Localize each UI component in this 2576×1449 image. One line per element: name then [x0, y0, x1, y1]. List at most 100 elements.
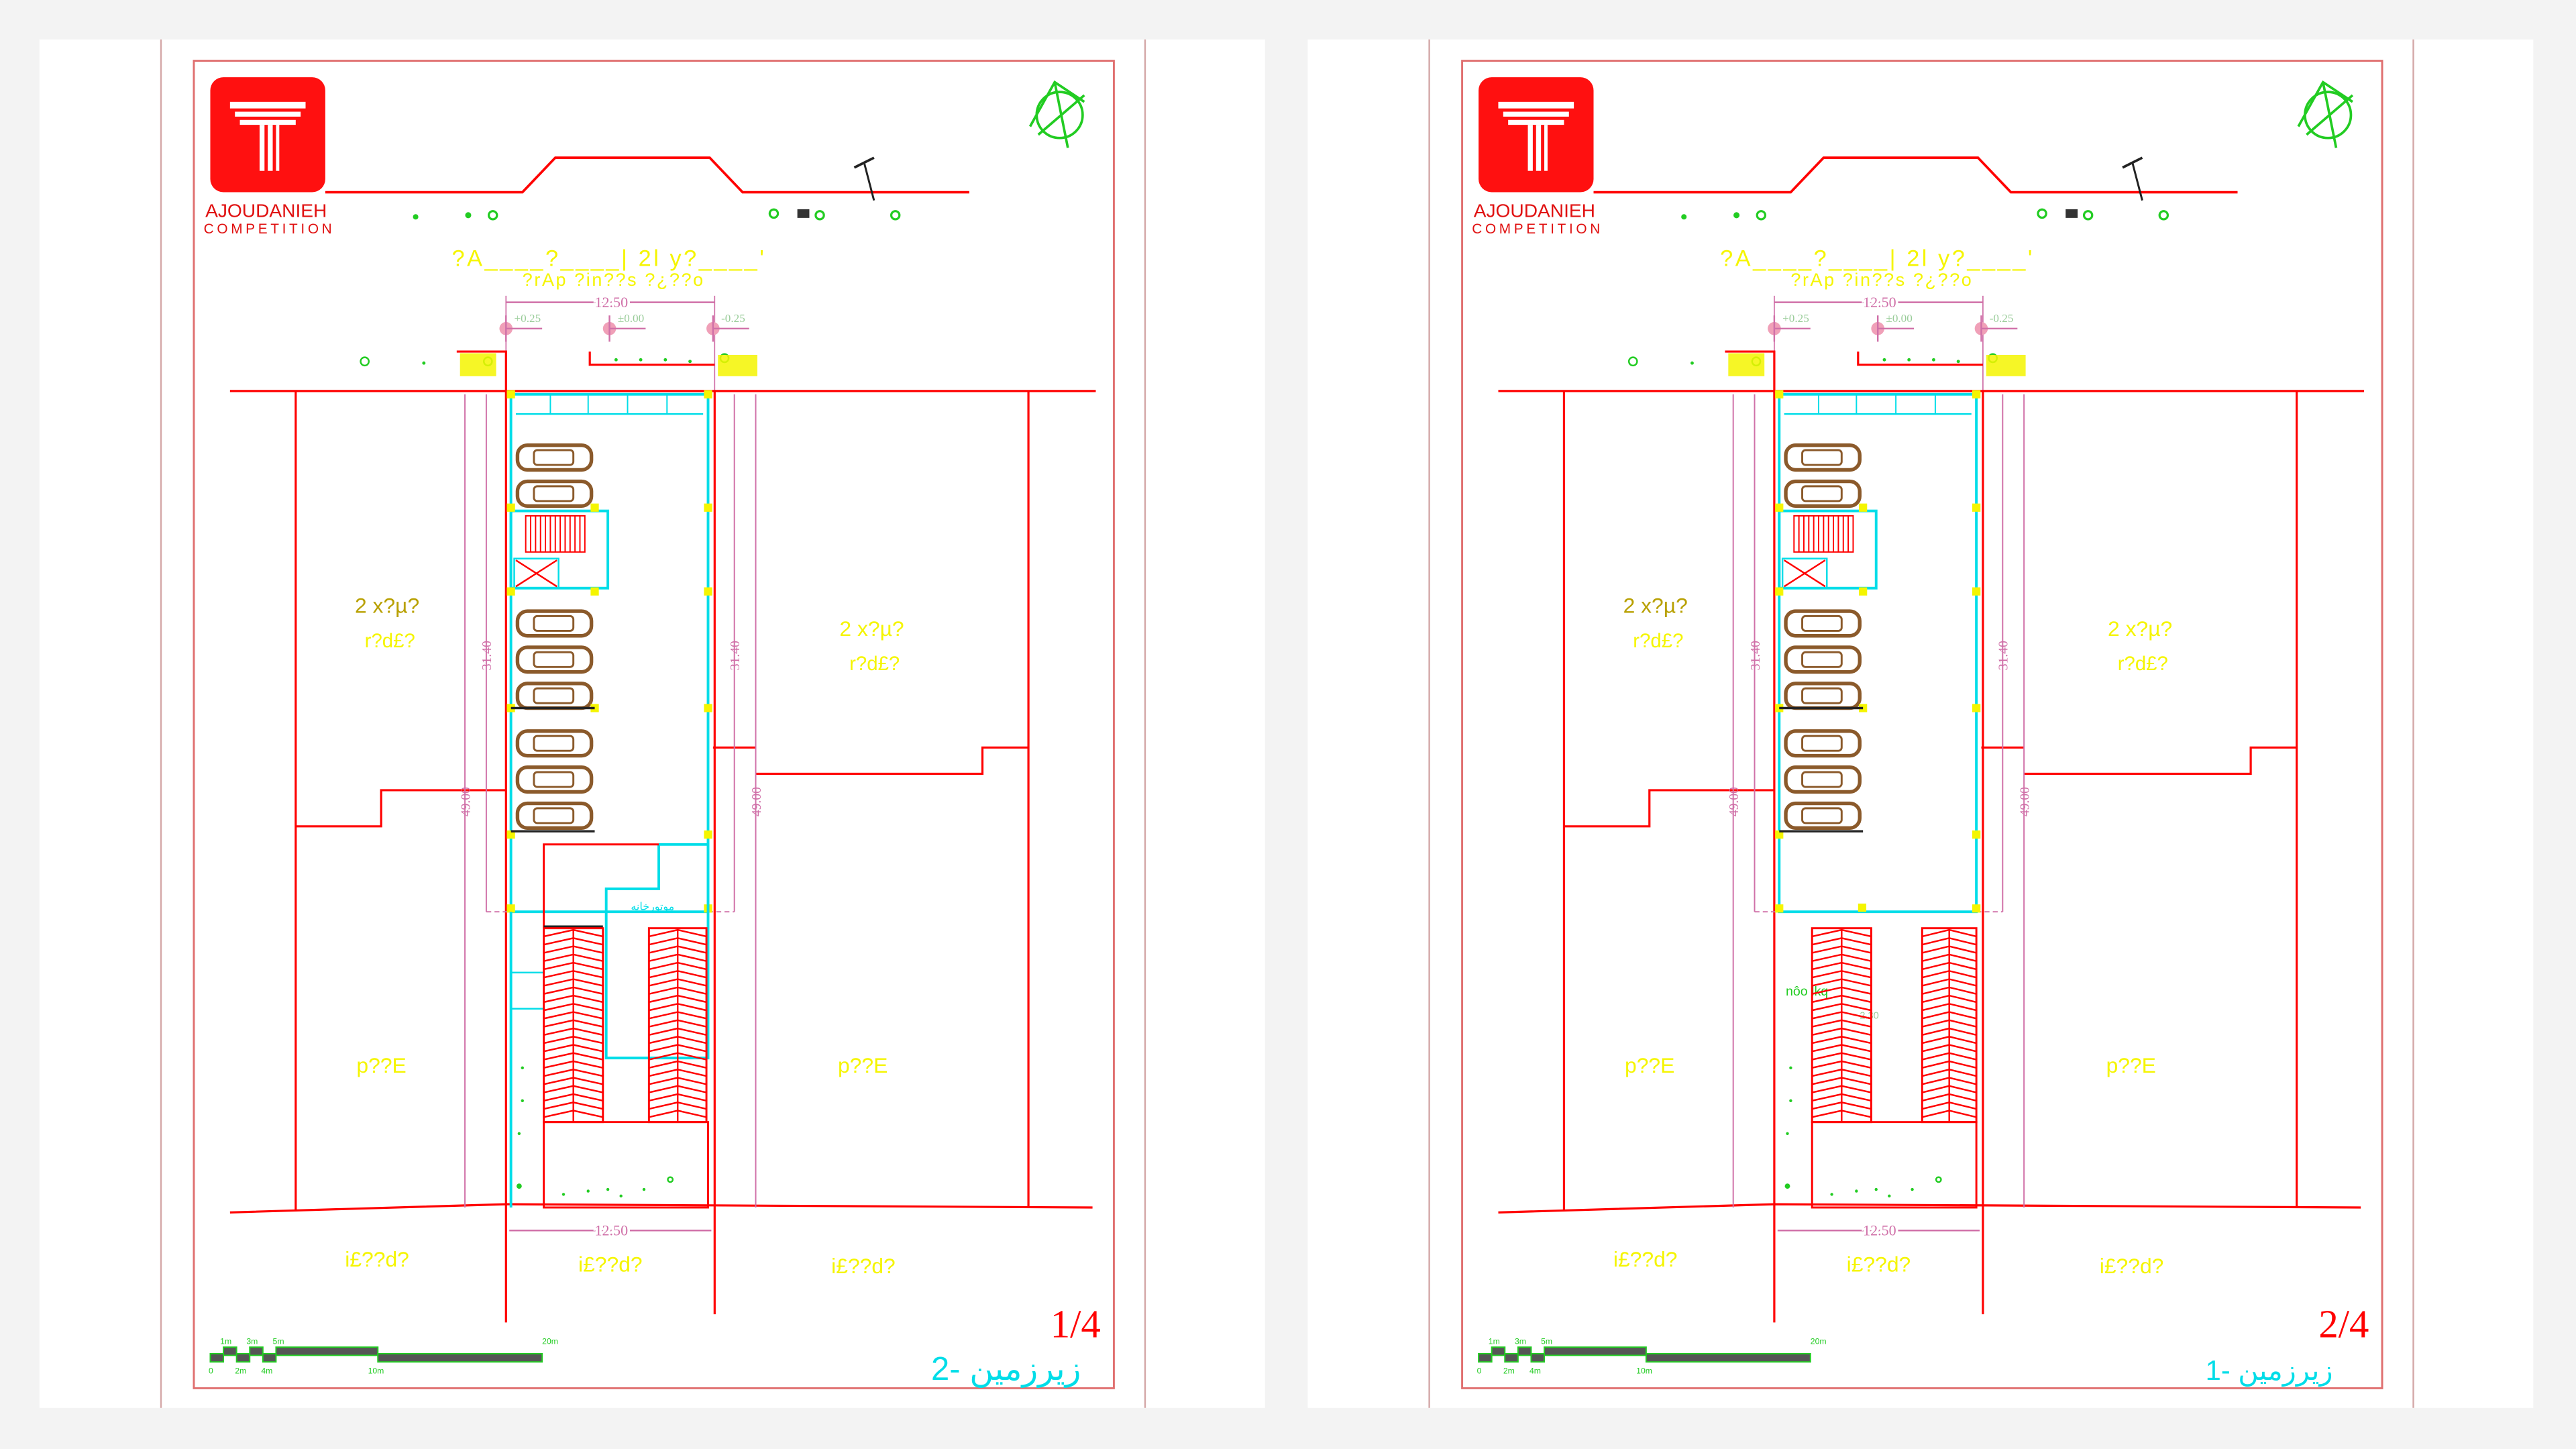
ramp-hatch	[647, 927, 708, 1124]
parked-car-icon	[515, 729, 594, 758]
sheet-title: زیرزمین -2	[931, 1351, 1081, 1388]
column	[704, 390, 712, 398]
parked-car-icon	[1784, 765, 1862, 794]
ramp-base	[543, 1121, 709, 1209]
ramp-enclosure	[543, 843, 659, 928]
ramp-hatch	[1921, 927, 1978, 1124]
street-title-2: ?rAp ?in??s ?¿??o	[1790, 270, 1971, 290]
ramp-hatch	[543, 927, 604, 1124]
column	[1972, 587, 1981, 596]
scale-label: 4m	[261, 1366, 272, 1375]
level-marker-icon	[1871, 315, 1915, 342]
competition-logo	[1479, 77, 1594, 193]
scale-label: 20m	[542, 1336, 558, 1346]
column	[704, 503, 712, 512]
column	[1775, 503, 1784, 512]
tree-markers	[1681, 208, 2169, 221]
dimension-31-left: 31.40	[1749, 641, 1763, 670]
column	[1972, 704, 1981, 712]
neighbor-right-lower-label: p??E	[838, 1053, 888, 1077]
column	[506, 830, 515, 839]
column	[704, 830, 712, 839]
street-label: i£??d?	[1847, 1252, 1911, 1277]
scale-label: 3m	[246, 1336, 258, 1346]
scale-label: 0	[1477, 1366, 1482, 1375]
stairs	[525, 515, 586, 553]
north-arrow-icon	[1028, 80, 1085, 148]
building-outline	[509, 392, 710, 914]
top-dimension-label: 12.50	[595, 294, 629, 311]
dimension-31-right: 31.40	[1997, 641, 2011, 670]
column	[704, 704, 712, 712]
parked-car-icon	[515, 479, 594, 508]
neighbor-right-label: 2 x?µ?	[839, 616, 904, 641]
scale-label: 5m	[1541, 1336, 1552, 1346]
scale-label: 2m	[235, 1366, 246, 1375]
neighbor-left-label-2: r?d£?	[1633, 630, 1683, 652]
site-lines	[229, 350, 1096, 1323]
neighbor-left-lower-label: p??E	[1625, 1053, 1674, 1077]
scale-label: 0	[209, 1366, 213, 1375]
street-profile	[325, 156, 969, 194]
parked-car-icon	[515, 765, 594, 794]
scale-label: 20m	[1811, 1336, 1827, 1346]
column	[1859, 587, 1868, 596]
level-marker-icon	[1768, 315, 1811, 342]
north-arrow-icon	[2297, 80, 2354, 148]
paper	[39, 39, 1265, 1408]
scale-label: 5m	[273, 1336, 284, 1346]
sheet-number: 2/4	[2318, 1302, 2369, 1346]
level-label: +0.25	[515, 312, 541, 325]
dimension-49-right: 49.00	[2018, 787, 2032, 816]
cross-icon	[515, 559, 557, 588]
ramp-base	[1811, 1121, 1978, 1209]
dimension-31-left: 31.40	[480, 641, 494, 670]
level-marker-icon	[499, 315, 543, 342]
dimension-31-right: 31.40	[729, 641, 743, 670]
street-sign-icon	[853, 156, 875, 201]
ramp-level: -2.30	[1856, 1010, 1878, 1021]
column	[506, 904, 515, 913]
competition-logo	[210, 77, 325, 193]
scale-label: 1m	[220, 1336, 231, 1346]
column	[1775, 390, 1784, 398]
stairs	[1793, 515, 1854, 553]
parked-car-icon	[1784, 609, 1862, 638]
scale-label: 4m	[1529, 1366, 1541, 1375]
column	[1972, 503, 1981, 512]
ramp-label: nôo lkq	[1786, 984, 1828, 999]
parked-car-icon	[1784, 479, 1862, 508]
tree-markers	[413, 208, 901, 221]
parked-car-icon	[515, 443, 594, 472]
scale-label: 3m	[1515, 1336, 1526, 1346]
neighbor-right-label-2: r?d£?	[849, 653, 900, 675]
street-label: i£??d?	[831, 1254, 896, 1278]
scale-label: 10m	[1636, 1366, 1652, 1375]
dimension-49-left: 49.00	[459, 787, 473, 816]
column	[1972, 904, 1981, 913]
level-label: ±0.00	[618, 312, 644, 325]
parked-car-icon	[1784, 443, 1862, 472]
level-marker-icon	[706, 315, 749, 342]
level-label: -0.25	[721, 312, 745, 325]
level-marker-icon	[602, 315, 646, 342]
planting-dots	[1784, 1066, 1942, 1198]
motor-room-label: موتورخانه	[631, 902, 674, 913]
level-marker-icon	[1974, 315, 2018, 342]
dimension-49-right: 49.00	[750, 787, 764, 816]
logo-name: AJOUDANIEH	[205, 200, 327, 221]
neighbor-left-label-2: r?d£?	[365, 630, 415, 652]
neighbor-left-label: 2 x?µ?	[355, 593, 419, 617]
street-label: i£??d?	[1613, 1247, 1678, 1271]
sheet-frame	[1461, 60, 2383, 1389]
bottom-dimension-label: 12.50	[595, 1222, 629, 1239]
scale-label: 1m	[1489, 1336, 1500, 1346]
parked-car-icon	[1784, 645, 1862, 674]
scale-label: 10m	[368, 1366, 384, 1375]
level-label: ±0.00	[1886, 312, 1912, 325]
street-sign-icon	[2122, 156, 2143, 201]
column	[506, 587, 515, 596]
sheet-title: زیرزمین -1	[2206, 1354, 2333, 1387]
drawing-sheet-2: AJOUDANIEH COMPETITION ?A____?____| 2l y…	[1307, 39, 2534, 1408]
